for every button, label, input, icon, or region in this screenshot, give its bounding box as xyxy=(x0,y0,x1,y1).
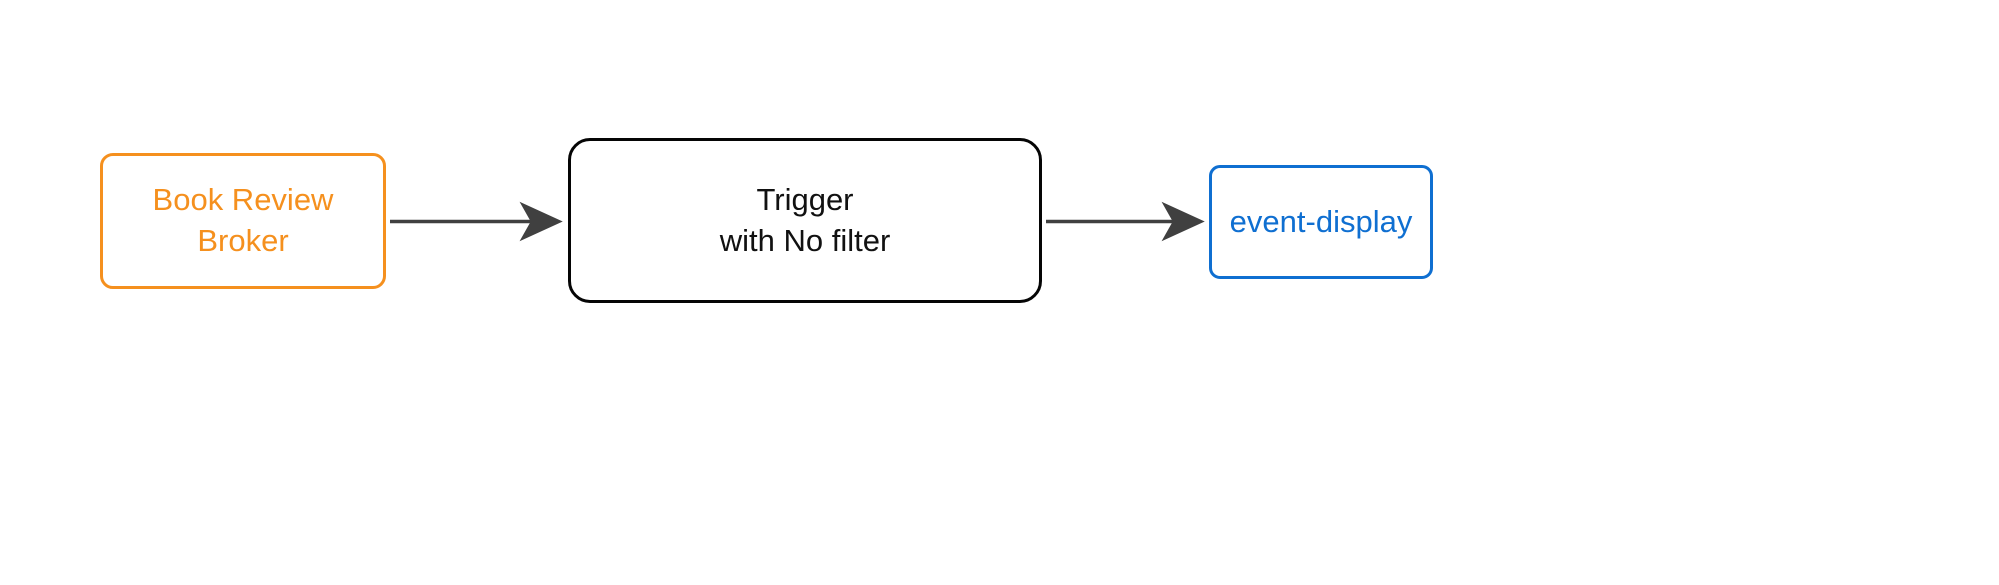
node-trigger-with-no-filter[interactable]: Trigger with No filter xyxy=(568,138,1042,303)
node-event-display[interactable]: event-display xyxy=(1209,165,1433,279)
node-trigger-label-line-1: Trigger xyxy=(756,181,854,217)
node-broker-label-line-2: Broker xyxy=(197,223,289,258)
node-book-review-broker[interactable]: Book Review Broker xyxy=(100,153,386,289)
node-event-display-label: event-display xyxy=(1229,203,1413,239)
node-broker-label-line-1: Book Review xyxy=(152,182,334,218)
node-trigger-label-line-2: with No filter xyxy=(719,222,891,258)
